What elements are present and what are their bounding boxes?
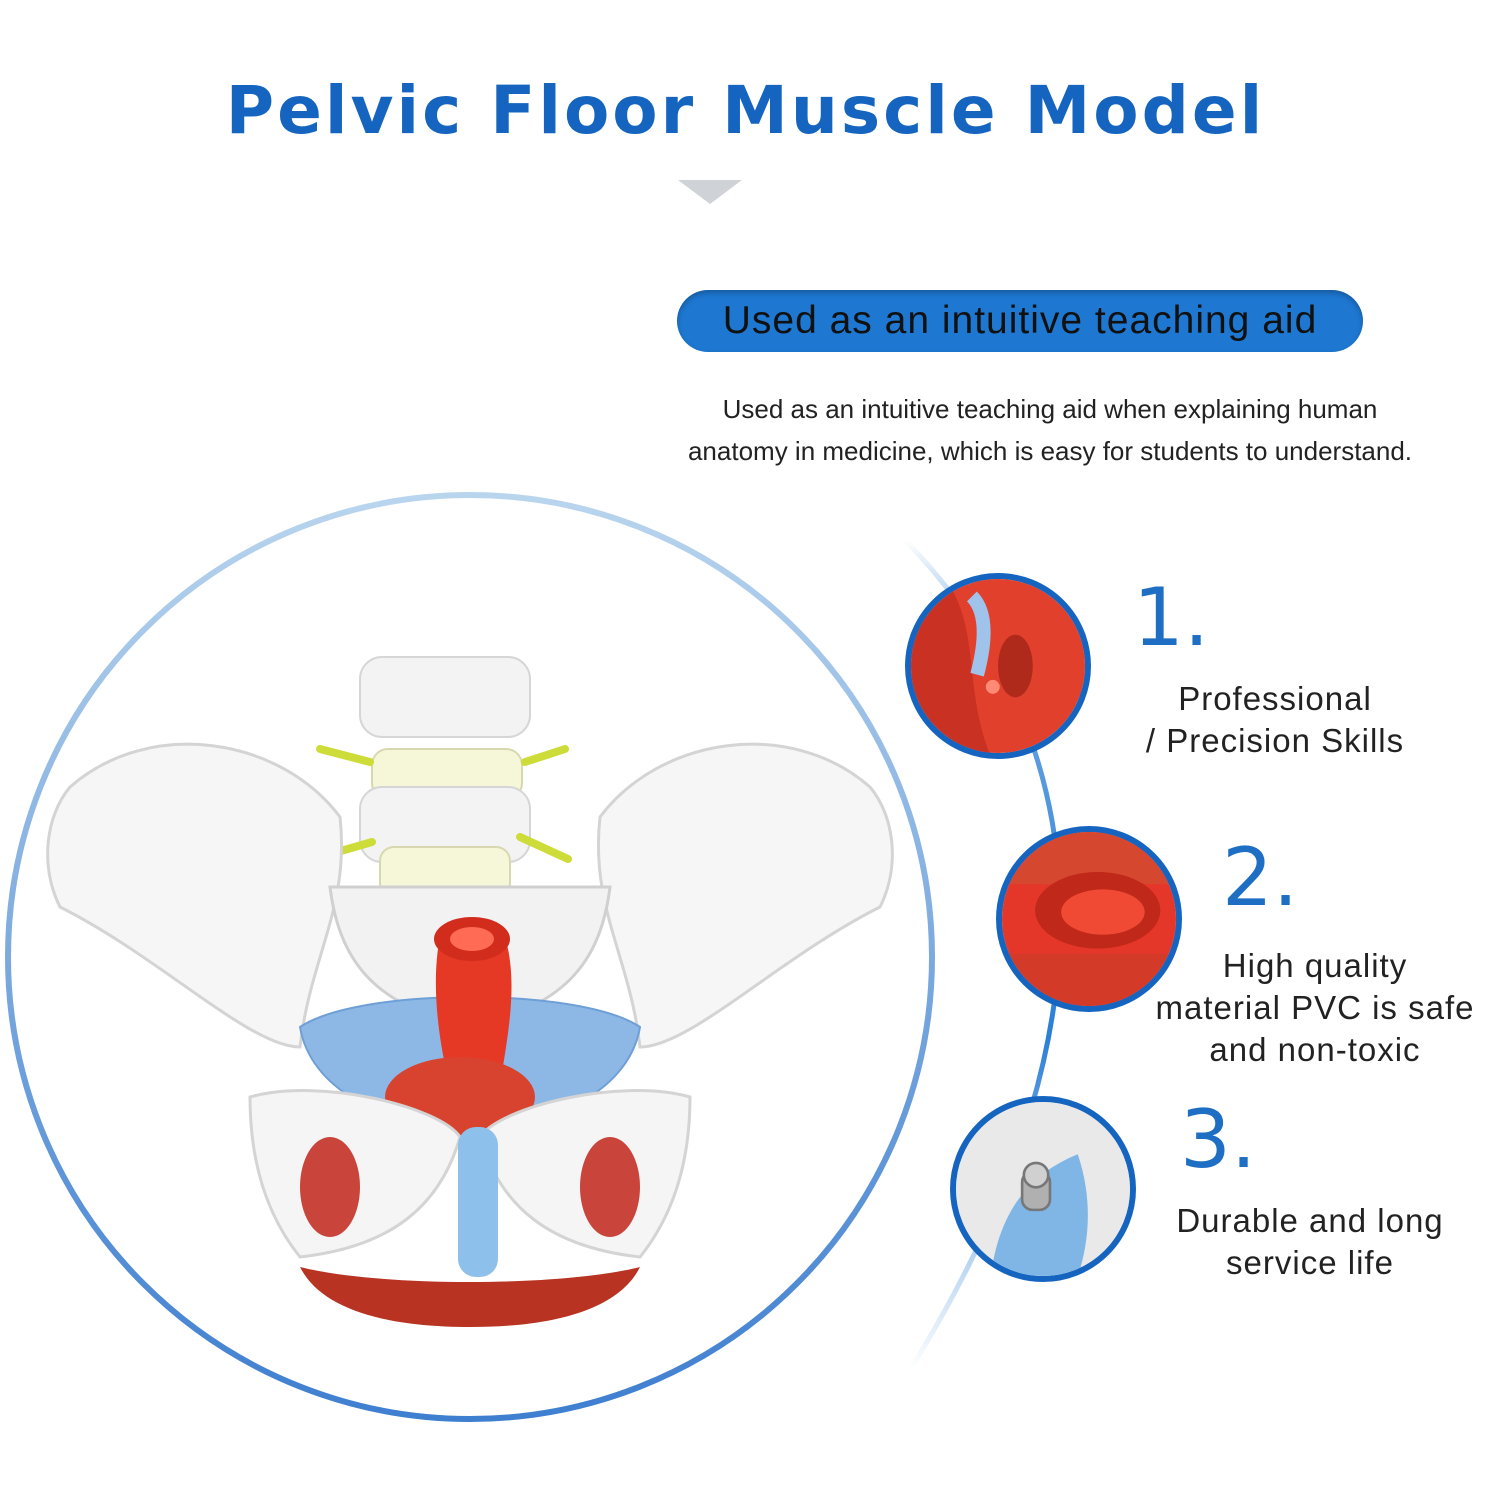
description-line-2: anatomy in medicine, which is easy for s…	[687, 436, 1413, 466]
page-title: Pelvic Floor Muscle Model	[225, 72, 1266, 149]
pelvis-model-image	[0, 487, 940, 1427]
banner-text: Used as an intuitive teaching aid	[722, 299, 1318, 342]
detail-thumbnail-3	[950, 1096, 1136, 1282]
teaching-aid-banner: Used as an intuitive teaching aid	[677, 290, 1363, 352]
feature-3-number: 3.	[1180, 1093, 1257, 1186]
feature-3-line-1: Durable and long	[1176, 1202, 1444, 1239]
feature-2-label: High quality material PVC is safe and no…	[1130, 945, 1491, 1071]
feature-2-number: 2.	[1222, 831, 1299, 924]
feature-1-label: Professional / Precision Skills	[1100, 678, 1450, 762]
feature-1-line-1: Professional	[1178, 680, 1372, 717]
feature-1-number: 1.	[1133, 571, 1210, 664]
description-line-1: Used as an intuitive teaching aid when e…	[722, 394, 1378, 424]
detail-thumbnail-1	[905, 573, 1091, 759]
down-pointer-icon	[678, 180, 742, 204]
feature-2-line-3: and non-toxic	[1209, 1031, 1421, 1068]
feature-3-label: Durable and long service life	[1130, 1200, 1490, 1284]
feature-2-line-1: High quality	[1222, 947, 1408, 984]
feature-1-line-2: / Precision Skills	[1145, 722, 1405, 759]
feature-2-line-2: material PVC is safe	[1155, 989, 1475, 1026]
description: Used as an intuitive teaching aid when e…	[615, 388, 1485, 472]
feature-3-line-2: service life	[1226, 1244, 1394, 1281]
